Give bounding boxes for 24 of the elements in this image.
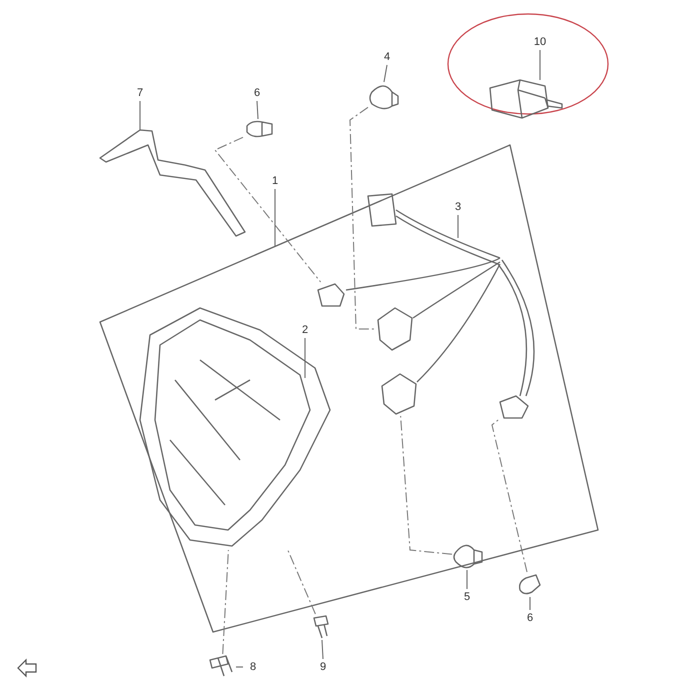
callout-number: 7 <box>131 86 149 100</box>
leader-line <box>236 666 244 668</box>
callout-number: 9 <box>314 660 332 674</box>
assembly-line <box>350 106 376 330</box>
callout-number: 6 <box>521 611 539 625</box>
callout-number: 5 <box>458 590 476 604</box>
callout-number: 8 <box>244 660 262 674</box>
leader-line <box>256 100 258 120</box>
callout-number: 2 <box>296 323 314 337</box>
callout-number: 3 <box>449 200 467 214</box>
assembly-line <box>214 136 322 282</box>
callout-number: 10 <box>531 35 549 49</box>
callout-number: 6 <box>248 86 266 100</box>
callout-number: 1 <box>266 174 284 188</box>
leader-line <box>322 640 324 660</box>
leader-line <box>384 64 388 82</box>
callout-number: 4 <box>378 50 396 64</box>
assembly-line <box>287 550 316 614</box>
assembly-line <box>222 550 229 654</box>
assembly-line <box>400 416 452 555</box>
leader-line <box>466 570 468 590</box>
leader-line <box>274 188 276 248</box>
leader-line <box>304 338 306 378</box>
assembly-line <box>491 420 528 572</box>
